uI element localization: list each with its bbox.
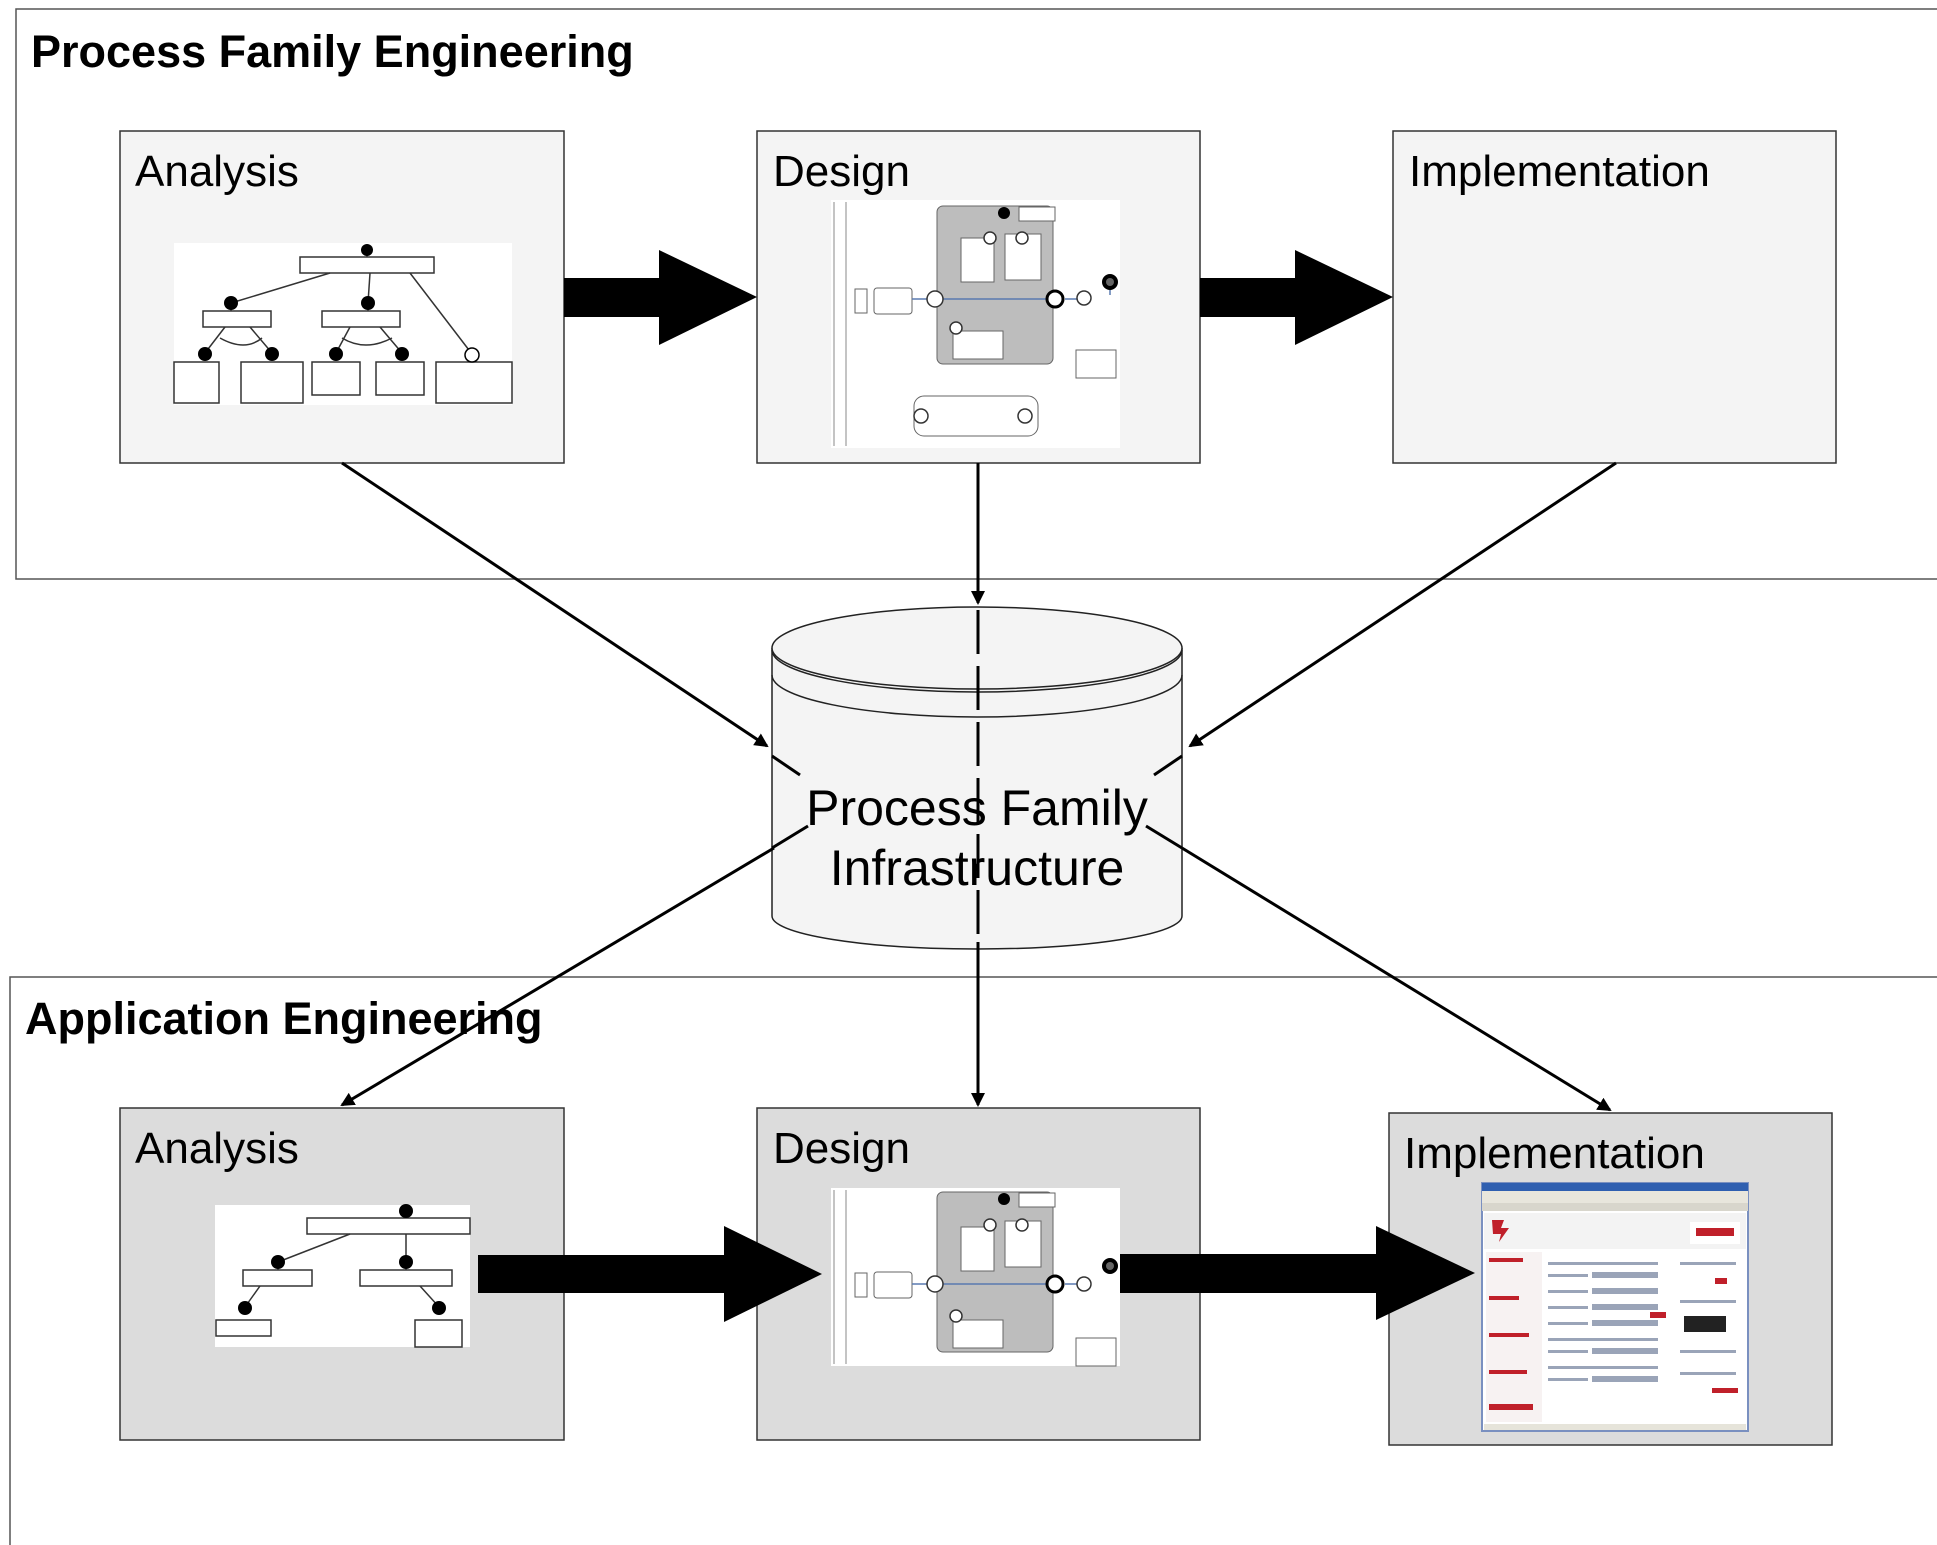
- repository-dashed-lower-left-line: [771, 824, 809, 850]
- bottom-section-title: Application Engineering: [25, 993, 543, 1044]
- bottom-analysis-label: Analysis: [135, 1124, 299, 1173]
- top-analysis-feature-tree: [173, 243, 513, 405]
- top-design-label: Design: [773, 147, 910, 196]
- top-analysis-label: Analysis: [135, 147, 299, 196]
- top-implementation-box[interactable]: [1392, 130, 1837, 464]
- repository-dashed-right-line: [1153, 754, 1183, 777]
- bottom-implementation-label: Implementation: [1404, 1129, 1705, 1178]
- top-design-process-model: [831, 200, 1120, 448]
- repository-dashed-left-line: [771, 754, 801, 777]
- top-implementation-to-repository-connector: [1188, 461, 1617, 748]
- repository-label-line2: Infrastructure: [829, 840, 1125, 896]
- bottom-design-process-model: [831, 1188, 1120, 1367]
- bottom-analysis-feature-tree: [215, 1204, 471, 1348]
- bottom-design-to-implementation-arrow: [1120, 1226, 1475, 1320]
- top-design-to-implementation-arrow: [1200, 250, 1393, 345]
- repository-dashed-lower-right-line: [1145, 824, 1183, 850]
- bottom-design-label: Design: [773, 1124, 910, 1173]
- top-analysis-to-repository-connector: [341, 461, 769, 748]
- top-analysis-to-design-arrow: [564, 250, 757, 345]
- repository-to-bottom-analysis-connector: [340, 846, 775, 1107]
- bottom-implementation-webpage-screenshot: [1481, 1182, 1749, 1432]
- repository-label-line1: Process Family: [806, 780, 1148, 836]
- top-section-title: Process Family Engineering: [31, 26, 634, 77]
- bottom-analysis-to-design-arrow: [478, 1226, 822, 1322]
- repository-to-bottom-implementation-connector: [1181, 846, 1612, 1112]
- top-implementation-label: Implementation: [1409, 147, 1710, 196]
